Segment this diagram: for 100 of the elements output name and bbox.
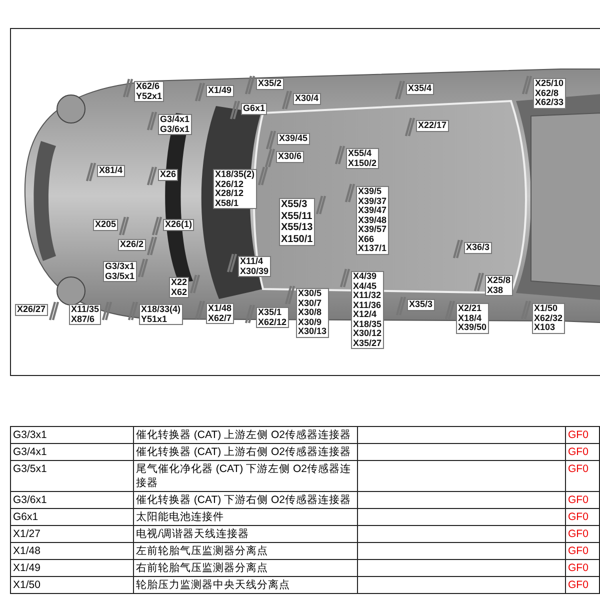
component-code: X1/48 (13, 545, 40, 557)
connector-code: X55/11 (281, 210, 313, 222)
connector-code: X39/57 (358, 225, 387, 234)
connector-code: X55/13 (281, 222, 313, 234)
connector-code: X39/45 (279, 134, 308, 144)
connector-code: X62/12 (258, 318, 287, 327)
reference-code: GF0 (568, 511, 588, 523)
component-code: G3/5x1 (13, 463, 47, 475)
reference-code: GF0 (568, 528, 588, 540)
connector-code: X28/12 (215, 189, 245, 198)
connector-code: X103 (534, 323, 556, 332)
connector-code: X137/1 (358, 244, 387, 254)
component-code: X1/27 (13, 528, 40, 540)
component-code: G3/4x1 (13, 446, 47, 458)
component-code: G3/6x1 (13, 494, 47, 506)
description-text: 右前轮胎气压监测器分离点 (136, 562, 268, 574)
connector-code: X87/6 (71, 314, 96, 324)
description-text: 尾气催化净化器 (CAT) 下游左侧 O2传感器连接器 (136, 463, 351, 489)
reference-code: GF0 (568, 494, 588, 506)
connector-code: X39/50 (458, 323, 487, 332)
description-text: 左前轮胎气压监测器分离点 (136, 545, 268, 557)
connector-code: X205 (95, 220, 116, 230)
connector-code: X150/2 (348, 158, 377, 168)
description-text: 催化转换器 (CAT) 上游左侧 O2传感器连接器 (136, 429, 351, 441)
reference-code: GF0 (568, 562, 588, 574)
connector-code: X39/47 (358, 206, 387, 216)
description-text: 电视/调谐器天线连接器 (136, 528, 249, 540)
connector-code: X36/3 (466, 243, 490, 252)
connector-code: G6x1 (243, 104, 266, 114)
connector-code: X11/32 (353, 291, 382, 300)
description-text: 催化转换器 (CAT) 上游右侧 O2传感器连接器 (136, 446, 351, 458)
connector-code: X58/1 (215, 198, 240, 208)
connector-code: X30/5 (298, 289, 323, 298)
connector-code: X1/50 (534, 304, 559, 314)
connector-code: X30/12 (353, 329, 382, 338)
connector-code: X30/8 (298, 308, 323, 318)
connector-code: X18/35(2) (215, 170, 255, 180)
connector-code: X30/39 (240, 266, 269, 276)
connector-code: X12/4 (353, 310, 378, 320)
connector-code: X30/9 (298, 318, 323, 327)
connector-code: X25/8 (487, 276, 511, 286)
reference-code: GF0 (568, 579, 588, 591)
connector-code: X30/6 (278, 152, 302, 162)
connector-code: X35/27 (353, 338, 382, 348)
reference-code: GF0 (568, 545, 588, 557)
connector-code: X1/49 (208, 86, 232, 96)
connector-code: X4/39 (353, 272, 378, 282)
connector-code: G3/3x1 (105, 262, 135, 272)
connector-code: X35/1 (258, 308, 283, 318)
connector-code: X25/10 (535, 79, 564, 88)
connector-code: X150/1 (281, 234, 313, 245)
reference-code: GF0 (568, 429, 588, 441)
connector-code: X39/37 (358, 196, 387, 206)
connector-code: X30/7 (298, 298, 323, 308)
connector-code: G3/6x1 (160, 124, 190, 134)
connector-code: X26/27 (17, 305, 46, 314)
reference-code: GF0 (568, 463, 588, 475)
connector-code: G3/5x1 (105, 272, 135, 281)
connector-code: X62/33 (535, 98, 564, 108)
description-text: 催化转换器 (CAT) 下游右侧 O2传感器连接器 (136, 494, 351, 506)
connector-code: X62/7 (208, 314, 232, 323)
connector-code: X26 (160, 170, 176, 180)
connector-code: X22 (171, 278, 188, 288)
connector-code: X62 (171, 288, 188, 297)
connector-code: X35/3 (409, 300, 433, 310)
connector-code: X26(1) (165, 220, 192, 230)
connector-code: X62/6 (136, 82, 161, 92)
connector-code: G3/4x1 (160, 115, 190, 124)
connector-code: X30/13 (298, 327, 327, 336)
connector-code: X38 (487, 286, 504, 295)
description-text: 轮胎压力监测器中央天线分离点 (136, 579, 290, 591)
reference-code: GF0 (568, 446, 588, 458)
connector-code: X55/4 (348, 149, 373, 158)
connector-code: X55/3 (281, 199, 308, 210)
connector-code: X11/36 (353, 300, 382, 310)
component-code: X1/49 (13, 562, 40, 574)
connector-code: X62/32 (534, 314, 563, 323)
connector-code: X30/4 (295, 94, 319, 104)
connector-code: X66 (358, 234, 376, 244)
connector-code: X81/4 (99, 166, 123, 176)
connector-code: Y52x1 (136, 92, 162, 101)
connector-code: X26/12 (215, 180, 244, 189)
description-text: 太阳能电池连接件 (136, 511, 224, 523)
component-code: X1/50 (13, 579, 40, 591)
connector-code: X11/35 (71, 305, 100, 314)
connector-code: Y51x1 (141, 314, 168, 324)
connector-code: X62/8 (535, 88, 560, 98)
connector-code: X4/45 (353, 282, 378, 291)
connector-code: X18/33(4) (141, 305, 181, 314)
connector-code: X1/48 (208, 304, 232, 314)
connector-code: X26/2 (120, 240, 144, 250)
connector-code: X39/5 (358, 187, 383, 196)
component-code: G6x1 (13, 511, 38, 523)
component-code: G3/3x1 (13, 429, 47, 441)
connector-code: X18/35 (353, 320, 382, 329)
connector-code: X11/4 (240, 257, 264, 266)
connector-code: X35/4 (408, 84, 432, 94)
connector-code: X39/48 (358, 216, 387, 225)
connector-code: X22/17 (418, 121, 447, 130)
connector-code: X2/21 (458, 304, 483, 314)
